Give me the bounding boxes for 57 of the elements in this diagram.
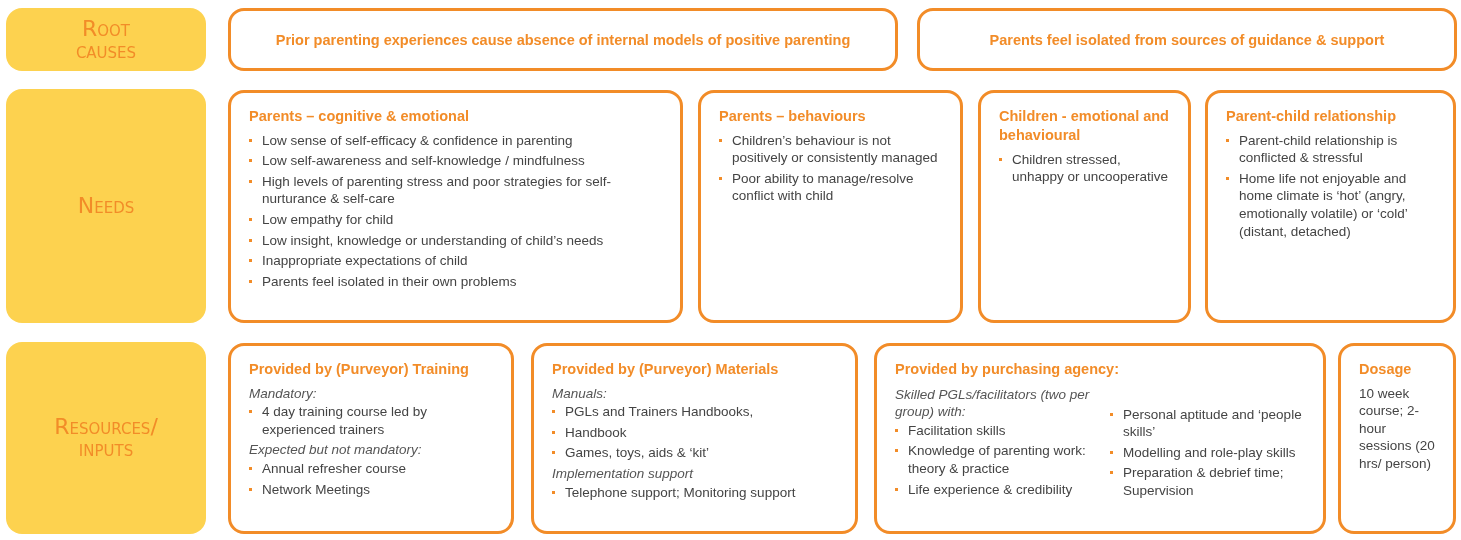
bullet-item: Parent-child relationship is conflicted & stressful xyxy=(1226,131,1441,167)
bullet-item: Life experience & credibility xyxy=(895,480,1096,499)
root-cause-box xyxy=(917,8,1457,71)
bullet-item: Low self-awareness and self-knowledge / mindfulness xyxy=(249,152,668,170)
row-header xyxy=(6,342,206,534)
root-cause-box xyxy=(228,8,898,71)
subheading: Skilled PGLs/facilitators (two per group) with: xyxy=(895,385,1091,421)
bullet-item: Home life not enjoyable and home climate is ‘hot’ (angry, emotionally volatile) or ‘cold’ (distant, detached) xyxy=(1226,169,1441,241)
bullet-item: Poor ability to manage/resolve conflict with child xyxy=(719,169,948,206)
row-title: Resources/ inputs xyxy=(53,416,159,460)
bullet-item: 4 day training course led by experienced trainers xyxy=(249,403,499,439)
card-heading: Dosage xyxy=(1359,360,1413,379)
card-heading: Provided by (Purveyor) Materials xyxy=(552,360,780,379)
bullet-item: Preparation & debrief time; Supervision xyxy=(1110,464,1311,500)
content-card xyxy=(531,343,858,534)
row-title: Needs xyxy=(76,195,136,217)
bullet-item: Annual refresher course xyxy=(249,460,499,478)
subheading: Mandatory: xyxy=(249,384,318,403)
row-header xyxy=(6,89,206,323)
subheading: Expected but not mandatory: xyxy=(249,441,423,460)
body-text: 10 week course; 2-hour sessions (20 hrs/ person) xyxy=(1359,384,1436,473)
bullet-item: Inappropriate expectations of child xyxy=(249,252,668,270)
bullet-item: Low sense of self-efficacy & confidence in parenting xyxy=(249,131,668,150)
row-title: Root causes xyxy=(74,17,138,62)
card-heading: Parents – behaviours xyxy=(719,107,867,126)
bullet-item: Facilitation skills xyxy=(895,421,1096,440)
card-heading: Parents – cognitive & emotional xyxy=(249,107,470,126)
bullet-item: Children stressed, unhappy or uncooperative xyxy=(999,150,1176,186)
cause-text: Prior parenting experiences cause absence of internal models of positive parenting xyxy=(275,31,851,48)
card-heading: Children - emotional and behavioural xyxy=(999,107,1170,145)
content-card xyxy=(1205,90,1456,323)
row-header xyxy=(6,8,206,71)
bullet-item: Children’s behaviour is not positively or consistently managed xyxy=(719,131,948,167)
content-card xyxy=(698,90,963,323)
subheading: Implementation support xyxy=(552,465,695,483)
card-heading: Provided by purchasing agency: xyxy=(895,360,1120,379)
subheading: Manuals: xyxy=(552,384,608,403)
card-heading: Provided by (Purveyor) Training xyxy=(249,360,470,379)
bullet-item: Network Meetings xyxy=(249,480,499,499)
bullet-item: Low empathy for child xyxy=(249,211,668,229)
bullet-item: Knowledge of parenting work: theory & practice xyxy=(895,442,1096,478)
content-card xyxy=(874,343,1326,534)
cause-text: Parents feel isolated from sources of guidance & support xyxy=(989,31,1385,48)
content-card xyxy=(978,90,1191,323)
bullet-item: Low insight, knowledge or understanding of child’s needs xyxy=(249,231,668,250)
bullet-item: Handbook xyxy=(552,423,843,442)
content-card xyxy=(228,343,514,534)
bullet-item: Games, toys, aids & ‘kit’ xyxy=(552,444,843,463)
content-card xyxy=(1338,343,1456,534)
content-card xyxy=(228,90,683,323)
bullet-item: Personal aptitude and ‘people skills’ xyxy=(1110,405,1311,441)
bullet-item: High levels of parenting stress and poor strategies for self-nurturance & self-care xyxy=(249,172,668,209)
card-heading: Parent-child relationship xyxy=(1226,107,1397,126)
bullet-item: Parents feel isolated in their own problems xyxy=(249,272,668,291)
bullet-item: Telephone support; Monitoring support xyxy=(552,483,843,502)
bullet-item: PGLs and Trainers Handbooks, xyxy=(552,403,843,421)
bullet-item: Modelling and role-play skills xyxy=(1110,443,1311,462)
